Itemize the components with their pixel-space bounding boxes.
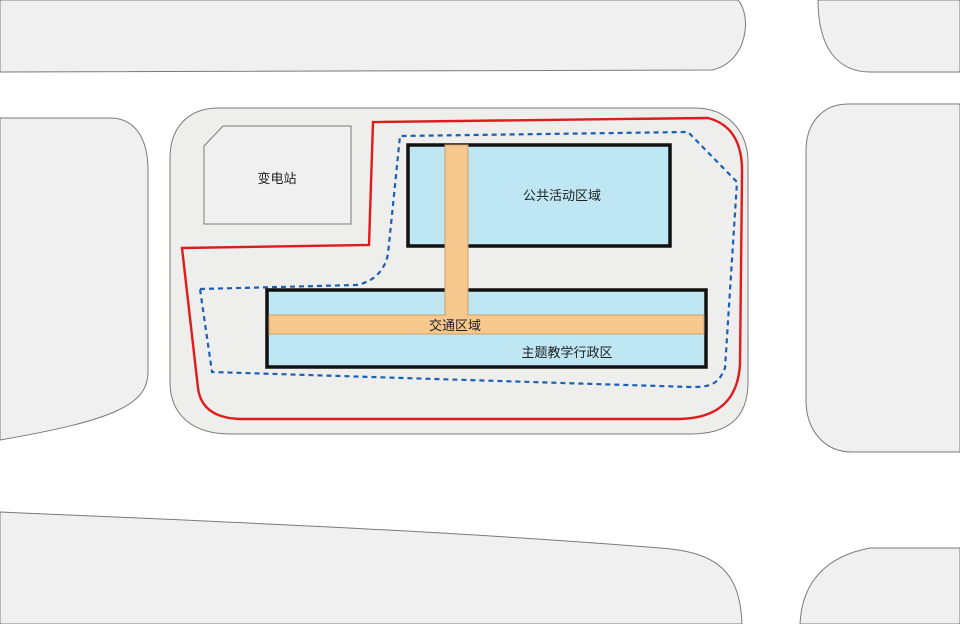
traffic-zone-horizontal [268,314,705,335]
city-block-right [805,103,960,453]
public-activity-zone-label: 公共活动区域 [523,189,601,204]
city-block-left [0,117,149,441]
substation-label: 变电站 [257,171,296,187]
teaching-administration-zone-label: 主题教学行政区 [521,345,612,361]
red-site-boundary [180,116,744,421]
city-block-bottom-right [799,547,960,625]
substation-building [203,125,352,225]
city-block-top-left [0,0,746,73]
traffic-zone-label: 交通区域 [429,318,481,334]
blue-dashed-boundary [198,130,739,389]
city-block-top-right [817,0,960,73]
traffic-zone-vertical [444,144,469,317]
traffic-zone-junction [446,300,467,333]
city-block-bottom-left [0,511,743,625]
